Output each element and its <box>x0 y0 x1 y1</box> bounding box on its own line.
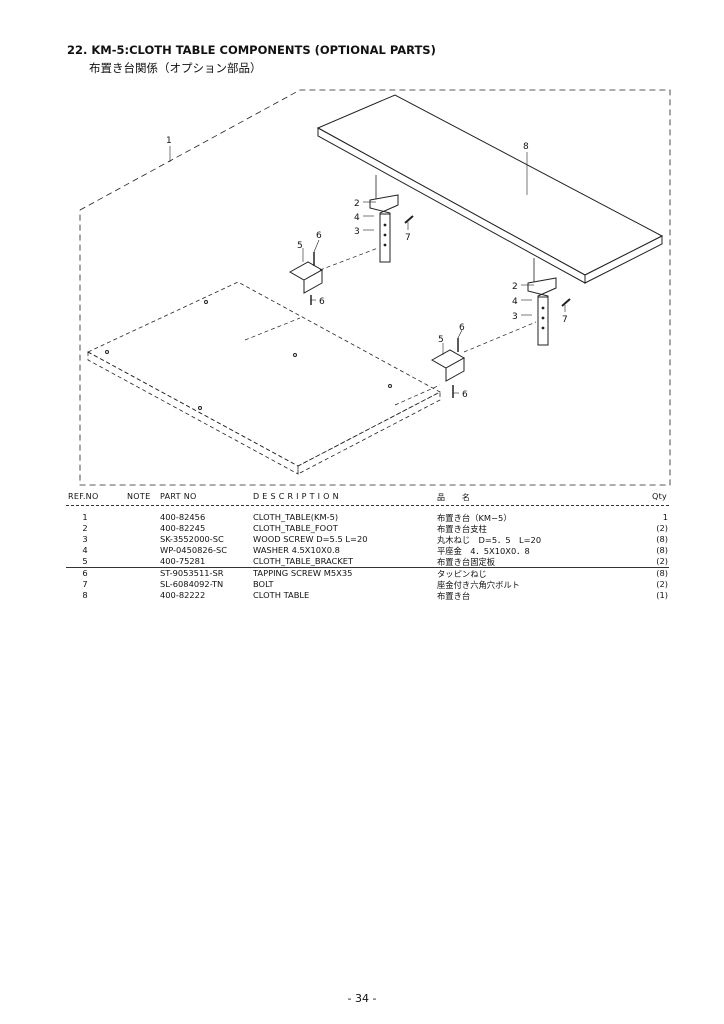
row-ref: 4 <box>82 545 88 555</box>
row-part-no: ST-9053511-SR <box>160 568 224 578</box>
group-separator <box>66 567 669 568</box>
row-qty: (2) <box>656 579 668 589</box>
header-ref: REF.NO <box>68 492 99 501</box>
assembly-boundary <box>79 89 671 486</box>
row-description: WASHER 4.5X10X0.8 <box>253 545 340 555</box>
row-qty: (1) <box>656 590 668 600</box>
row-japanese-name: タッピンねじ <box>437 569 487 579</box>
header-qty: Qty <box>652 492 668 501</box>
callout-6-left-bottom: 6 <box>319 297 325 307</box>
row-qty: (8) <box>656 545 668 555</box>
row-japanese-name: 布置き台 <box>437 591 471 601</box>
exploded-parts-diagram: 1 8 2 4 3 7 5 6 6 2 4 3 7 5 6 6 <box>79 89 671 486</box>
row-description: CLOTH TABLE <box>253 590 310 600</box>
row-description: BOLT <box>253 579 274 589</box>
row-japanese-name: 布置き台（KM−5） <box>437 513 512 523</box>
row-qty: (2) <box>656 556 668 566</box>
row-ref: 5 <box>82 556 88 566</box>
page-subtitle: 布置き台関係（オプション部品） <box>89 61 262 75</box>
row-qty: (2) <box>656 523 668 533</box>
row-japanese-name: 布置き台固定板 <box>437 557 496 567</box>
row-ref: 2 <box>82 523 88 533</box>
header-description: D E S C R I P T I O N <box>253 492 339 501</box>
callout-4-left: 4 <box>354 213 360 223</box>
callout-7-right: 7 <box>562 315 568 325</box>
page-number: - 34 - <box>347 992 377 1005</box>
callout-1: 1 <box>166 136 172 146</box>
callout-3-right: 3 <box>512 312 518 322</box>
cloth-table-top <box>316 94 664 284</box>
machine-base-plate <box>87 247 537 475</box>
row-description: CLOTH_TABLE_BRACKET <box>253 556 354 566</box>
row-part-no: WP-0450826-SC <box>160 545 228 555</box>
row-ref: 7 <box>82 579 88 589</box>
callout-3-left: 3 <box>354 227 360 237</box>
row-qty: 1 <box>662 512 668 522</box>
callout-6-right-top: 6 <box>459 323 465 333</box>
row-part-no: 400-82222 <box>160 590 206 600</box>
callout-2-right: 2 <box>512 282 518 292</box>
callout-8: 8 <box>523 142 529 152</box>
row-description: TAPPING SCREW M5X35 <box>253 568 353 578</box>
table-bracket-right <box>430 338 466 398</box>
table-foot-right <box>527 258 571 346</box>
callout-7-left: 7 <box>405 233 411 243</box>
row-part-no: 400-75281 <box>160 556 206 566</box>
row-description: CLOTH_TABLE(KM-5) <box>253 512 339 522</box>
row-part-no: 400-82245 <box>160 523 206 533</box>
row-ref: 6 <box>82 568 88 578</box>
row-japanese-name: 平座金 4．5X10X0．8 <box>437 546 530 556</box>
callout-6-left-top: 6 <box>316 231 322 241</box>
row-japanese-name: 座金付き六角穴ボルト <box>437 580 520 590</box>
row-ref: 1 <box>82 512 88 522</box>
callout-5-left: 5 <box>297 241 303 251</box>
header-rule <box>66 505 669 506</box>
row-ref: 3 <box>82 534 88 544</box>
table-bracket-left <box>288 252 324 305</box>
header-part: PART NO <box>160 492 197 501</box>
row-qty: (8) <box>656 534 668 544</box>
row-japanese-name: 丸木ねじ D=5．5 L=20 <box>437 535 542 545</box>
table-foot-left <box>369 175 414 263</box>
callout-4-right: 4 <box>512 297 518 307</box>
row-description: CLOTH_TABLE_FOOT <box>253 523 338 533</box>
row-part-no: 400-82456 <box>160 512 206 522</box>
row-japanese-name: 布置き台支柱 <box>437 524 487 534</box>
row-qty: (8) <box>656 568 668 578</box>
row-description: WOOD SCREW D=5.5 L=20 <box>253 534 368 544</box>
callout-5-right: 5 <box>438 335 444 345</box>
row-part-no: SK-3552000-SC <box>160 534 224 544</box>
page-title: 22. KM-5:CLOTH TABLE COMPONENTS (OPTIONA… <box>67 43 436 57</box>
header-note: NOTE <box>127 492 151 501</box>
header-japanese: 品 名 <box>437 493 471 502</box>
row-part-no: SL-6084092-TN <box>160 579 224 589</box>
callout-2-left: 2 <box>354 199 360 209</box>
callout-6-right-bottom: 6 <box>462 390 468 400</box>
row-ref: 8 <box>82 590 88 600</box>
